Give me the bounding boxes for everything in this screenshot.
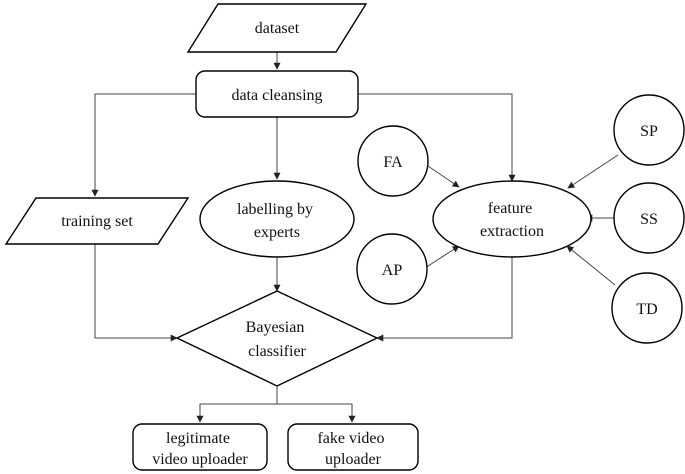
node-label: Bayesian classifier bbox=[246, 319, 309, 360]
node-data-cleansing: data cleansing bbox=[195, 70, 359, 118]
node-labelling-by-experts: labelling by experts bbox=[199, 180, 355, 258]
node-td: TD bbox=[611, 272, 683, 344]
arrow-td-to-feature bbox=[566, 245, 616, 286]
node-label: legitimate video uploader bbox=[152, 430, 248, 468]
arrow-cleansing-to-training-set bbox=[91, 93, 196, 197]
connectors bbox=[91, 52, 619, 423]
node-label-line: AP bbox=[382, 262, 403, 279]
node-label-line: dataset bbox=[255, 20, 300, 37]
arrow-cleansing-to-feature-extraction bbox=[358, 93, 516, 182]
node-training-set: training set bbox=[4, 197, 190, 245]
fa-circle bbox=[357, 125, 429, 197]
arrow-training-set-to-classifier bbox=[94, 244, 178, 342]
node-fake-video-uploader: fake video uploader bbox=[287, 423, 419, 471]
node-sp: SP bbox=[613, 94, 685, 166]
node-label-line: SP bbox=[640, 123, 658, 140]
arrow-classifier-to-fake bbox=[277, 403, 356, 423]
node-label-line: Bayesian bbox=[246, 319, 305, 336]
node-label: SP bbox=[640, 123, 658, 140]
node-label-line: FA bbox=[383, 154, 403, 171]
node-dataset: dataset bbox=[186, 3, 368, 53]
node-fa: FA bbox=[357, 125, 429, 197]
arrow-fa-to-feature bbox=[424, 163, 460, 188]
node-label-line: legitimate bbox=[166, 430, 230, 447]
node-label: SS bbox=[640, 211, 658, 228]
node-label-line: TD bbox=[636, 301, 657, 318]
data-cleansing-shape bbox=[195, 70, 359, 118]
sp-circle bbox=[613, 94, 685, 166]
node-label-line: video uploader bbox=[152, 451, 248, 468]
arrow-ap-to-feature bbox=[424, 245, 460, 269]
training-set-shape bbox=[4, 197, 190, 245]
node-label: FA bbox=[383, 154, 403, 171]
ap-circle bbox=[356, 233, 428, 305]
ss-circle bbox=[613, 182, 685, 254]
node-label: AP bbox=[382, 262, 403, 279]
node-label-line: feature bbox=[488, 200, 532, 217]
node-label-line: data cleansing bbox=[231, 87, 322, 104]
node-label-line: fake video bbox=[317, 430, 384, 447]
node-ss: SS bbox=[613, 182, 685, 254]
node-label-line: classifier bbox=[248, 343, 306, 360]
node-label-line: labelling by bbox=[237, 201, 313, 218]
node-label-line: experts bbox=[254, 224, 300, 241]
node-label-line: SS bbox=[640, 211, 658, 228]
arrow-feature-to-classifier bbox=[376, 257, 513, 342]
node-label-line: uploader bbox=[325, 451, 382, 468]
classifier-diamond bbox=[175, 290, 379, 387]
node-ap: AP bbox=[356, 233, 428, 305]
node-feature-extraction: feature extraction bbox=[432, 180, 592, 258]
node-label: feature extraction bbox=[480, 200, 544, 240]
node-label: fake video uploader bbox=[317, 430, 388, 468]
arrow-sp-to-feature bbox=[567, 154, 619, 189]
node-label: training set bbox=[61, 213, 133, 230]
node-label-line: training set bbox=[61, 213, 133, 230]
legitimate-shape bbox=[132, 423, 268, 471]
labelling-shape bbox=[199, 180, 355, 258]
feature-extraction-shape bbox=[432, 180, 592, 258]
dataset-shape bbox=[186, 3, 368, 53]
td-circle bbox=[611, 272, 683, 344]
node-label: data cleansing bbox=[231, 87, 322, 104]
fake-shape bbox=[287, 423, 419, 471]
node-label: labelling by experts bbox=[237, 201, 317, 241]
node-label: dataset bbox=[255, 20, 300, 37]
node-bayesian-classifier: Bayesian classifier bbox=[175, 290, 379, 387]
arrow-classifier-to-legitimate bbox=[196, 386, 278, 423]
node-label-line: extraction bbox=[480, 223, 544, 240]
node-legitimate-video-uploader: legitimate video uploader bbox=[132, 423, 268, 471]
node-label: TD bbox=[636, 301, 657, 318]
